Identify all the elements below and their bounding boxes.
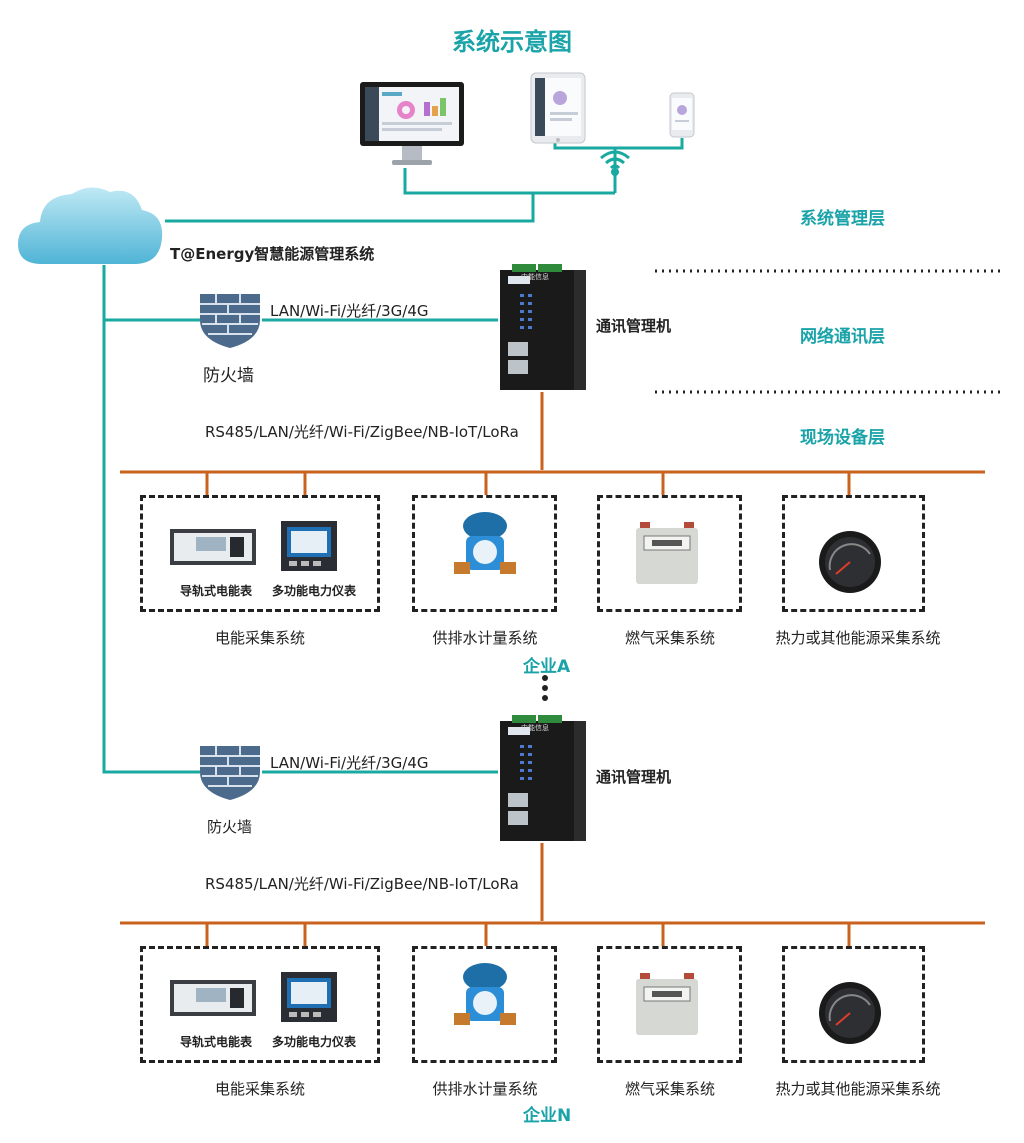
multi-meter-label: 多功能电力仪表 [272,1035,357,1049]
cloud-icon [14,180,166,270]
page-title: 系统示意图 [452,28,572,56]
system-label: 供排水计量系统 [432,1080,538,1098]
uplink-protocols-label: LAN/Wi-Fi/光纤/3G/4G [270,754,429,772]
system-label: 供排水计量系统 [432,629,538,647]
tablet-icon [530,72,586,144]
gas-system-box [597,495,742,612]
system-label: 热力或其他能源采集系统 [775,629,941,647]
system-label: 热力或其他能源采集系统 [775,1080,941,1098]
phone-icon [669,92,695,138]
monitor-icon [358,80,466,170]
firewall-label: 防火墙 [207,818,253,836]
system-label: 燃气采集系统 [624,1080,715,1098]
firewall-icon [196,290,264,350]
system-label: 电能采集系统 [214,629,305,647]
gateway-device [498,262,590,392]
multi-meter-label: 多功能电力仪表 [272,584,357,598]
system-label: 电能采集系统 [214,1080,305,1098]
gateway-device [498,713,590,843]
multi-meter-icon [281,521,337,571]
field-protocols-label: RS485/LAN/光纤/Wi-Fi/ZigBee/NB-IoT/LoRa [205,875,519,893]
water-meter-icon [454,961,516,1039]
rail-meter-label: 导轨式电能表 [180,1035,253,1049]
layer-network-label: 网络通讯层 [800,327,885,347]
rail-meter-label: 导轨式电能表 [180,584,253,598]
firewall-label: 防火墙 [203,366,254,386]
gas-meter-icon [636,522,698,584]
rail-meter-icon [170,976,256,1020]
uplink-protocols-label: LAN/Wi-Fi/光纤/3G/4G [270,302,429,320]
multi-meter-icon [281,972,337,1022]
network-links [102,138,684,774]
ellipsis-dots [542,675,548,701]
gas-meter-icon [636,973,698,1035]
gateway-badge: 中能信息 [521,724,549,732]
firewall-icon [196,742,264,802]
gateway-label: 通讯管理机 [596,317,672,335]
field-protocols-label: RS485/LAN/光纤/Wi-Fi/ZigBee/NB-IoT/LoRa [205,423,519,441]
gas-system-box [597,946,742,1063]
layer-management-label: 系统管理层 [800,209,885,229]
heat-gauge-icon [818,981,882,1045]
gateway-badge: 中能信息 [521,273,549,281]
layer-field-label: 现场设备层 [800,428,885,448]
rail-meter-icon [170,525,256,569]
wifi-icon [598,148,632,176]
enterprise-name: 企业A [523,657,571,677]
system-label: 燃气采集系统 [624,629,715,647]
cloud-system-label: T@Energy智慧能源管理系统 [170,245,375,263]
enterprise-name: 企业N [523,1106,572,1126]
water-meter-icon [454,510,516,588]
gateway-label: 通讯管理机 [596,768,672,786]
heat-gauge-icon [818,530,882,594]
